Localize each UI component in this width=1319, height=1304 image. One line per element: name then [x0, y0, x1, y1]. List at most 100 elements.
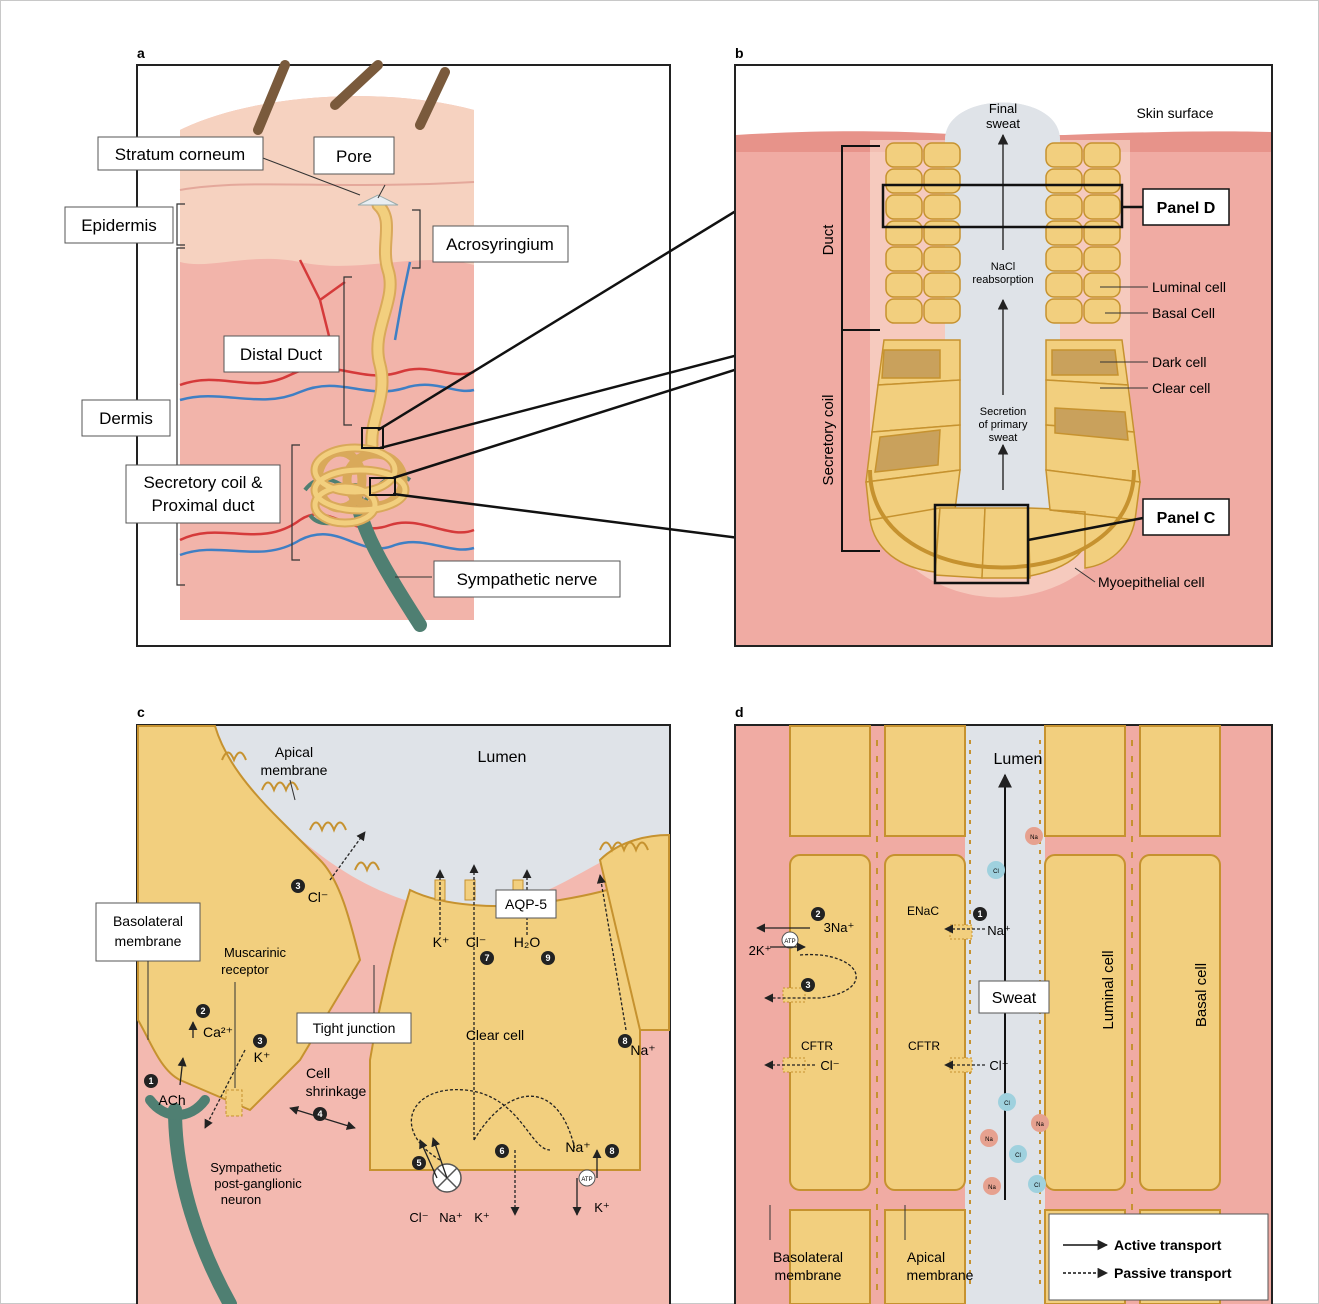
legend-passive: Passive transport [1114, 1265, 1232, 1281]
ion-cl-1: Cl [993, 869, 999, 875]
label-secretion-3: sweat [989, 432, 1018, 444]
label-dermis: Dermis [99, 409, 153, 428]
label-sympathetic-2: post-ganglionic [214, 1176, 302, 1191]
label-secretory-coil: Secretory coil & [143, 473, 263, 492]
step-2-c: 2 [200, 1006, 205, 1016]
label-muscarinic-1: Muscarinic [224, 945, 287, 960]
label-cl-d-left: Cl⁻ [820, 1058, 839, 1073]
step-4-c: 4 [317, 1109, 322, 1119]
label-na-d: Na⁺ [987, 923, 1010, 938]
label-nacl: NaCl [991, 261, 1015, 273]
label-luminal-cell: Luminal cell [1152, 279, 1226, 295]
label-cftr-right: CFTR [908, 1039, 940, 1053]
label-sympathetic-nerve: Sympathetic nerve [457, 570, 598, 589]
label-k-pump: K⁺ [594, 1200, 610, 1215]
label-secretion-2: of primary [979, 419, 1028, 431]
label-2k: 2K⁺ [749, 943, 772, 958]
muscarinic-receptor [226, 1090, 242, 1116]
label-distal-duct: Distal Duct [240, 345, 322, 364]
label-panel-d: Panel D [1157, 200, 1216, 217]
label-cl-apical: Cl⁻ [466, 934, 487, 950]
label-secretory-coil-b: Secretory coil [820, 395, 837, 486]
label-cell-shrinkage-2: shrinkage [306, 1083, 367, 1099]
label-basolateral-1: Basolateral [113, 913, 183, 929]
step-8-c: 8 [622, 1036, 627, 1046]
label-apical-d-2: membrane [907, 1267, 974, 1283]
label-apical-1: Apical [275, 744, 313, 760]
label-clear-cell: Clear cell [1152, 380, 1210, 396]
label-lumen-c: Lumen [478, 749, 527, 766]
label-na-pump: Na⁺ [565, 1139, 590, 1155]
label-sweat: Sweat [992, 990, 1037, 1007]
ion-cl-3: Cl [1015, 1153, 1021, 1159]
panel-b: Final sweat Skin surface Panel D Duct Na… [735, 65, 1272, 646]
panel-b-letter: b [735, 45, 744, 61]
label-cftr-left: CFTR [801, 1039, 833, 1053]
step-3a-c: 3 [257, 1036, 262, 1046]
label-basolateral-2: membrane [115, 933, 182, 949]
label-apical-d-1: Apical [907, 1249, 945, 1265]
label-sympathetic-3: neuron [221, 1192, 261, 1207]
step-7-c: 7 [484, 953, 489, 963]
label-3na: 3Na⁺ [824, 920, 855, 935]
label-duct: Duct [820, 224, 837, 256]
panel-d-letter: d [735, 704, 744, 720]
label-ca: Ca²⁺ [203, 1024, 233, 1040]
step-1-c: 1 [148, 1076, 153, 1086]
step-9-c: 9 [545, 953, 550, 963]
panel-c: ATP 1 [96, 725, 670, 1304]
label-acrosyringium: Acrosyringium [446, 235, 554, 254]
label-luminal-cell-d: Luminal cell [1100, 950, 1117, 1029]
epidermis-layer [180, 96, 474, 266]
step-3-d: 3 [805, 980, 810, 990]
step-5-c: 5 [416, 1158, 421, 1168]
label-na-right: Na⁺ [630, 1042, 655, 1058]
label-basal-cell: Basal Cell [1152, 305, 1215, 321]
label-proximal-duct: Proximal duct [152, 496, 255, 515]
label-sympathetic-1: Sympathetic [210, 1160, 282, 1175]
label-basal-cell-d: Basal cell [1193, 963, 1210, 1027]
label-k-bottom: K⁺ [474, 1210, 490, 1225]
label-na-bottom: Na⁺ [439, 1210, 462, 1225]
label-skin-surface: Skin surface [1136, 105, 1213, 121]
label-final-sweat-1: Final [989, 101, 1017, 116]
label-cl-bottom: Cl⁻ [409, 1210, 428, 1225]
ion-na-1: Na [1030, 835, 1038, 841]
ion-na-4: Na [988, 1185, 996, 1191]
label-apical-2: membrane [261, 762, 328, 778]
atp-label-d: ATP [784, 939, 795, 945]
label-basolateral-d-1: Basolateral [773, 1249, 843, 1265]
label-panel-c: Panel C [1157, 510, 1216, 527]
step-6b-c: 8 [609, 1146, 614, 1156]
label-lumen-d: Lumen [994, 751, 1043, 768]
panel-d: Na Cl Cl Na Na Cl Na Cl ATP [735, 725, 1272, 1304]
step-6a-c: 6 [499, 1146, 504, 1156]
label-stratum-corneum: Stratum corneum [115, 145, 245, 164]
ion-na-2: Na [1036, 1122, 1044, 1128]
step-1-d: 1 [977, 909, 982, 919]
atp-label-c: ATP [581, 1177, 592, 1183]
label-ach: ACh [158, 1092, 185, 1108]
label-basolateral-d-2: membrane [775, 1267, 842, 1283]
label-tight-junction: Tight junction [313, 1020, 396, 1036]
label-aqp5: AQP-5 [505, 896, 547, 912]
ion-cl-2: Cl [1004, 1101, 1010, 1107]
label-muscarinic-2: receptor [221, 962, 269, 977]
label-cell-shrinkage-1: Cell [306, 1065, 330, 1081]
panel-a-letter: a [137, 45, 145, 61]
ion-cl-4: Cl [1034, 1183, 1040, 1189]
panel-a: Stratum corneum Pore Epidermis Acrosyrin… [65, 65, 670, 646]
label-k-apical: K⁺ [433, 934, 450, 950]
label-enac: ENaC [907, 904, 939, 918]
panel-c-letter: c [137, 704, 145, 720]
label-reabsorption: reabsorption [972, 274, 1033, 286]
step-2-d: 2 [815, 909, 820, 919]
legend-active: Active transport [1114, 1237, 1222, 1253]
label-myoepithelial: Myoepithelial cell [1098, 574, 1205, 590]
label-clear-cell-c: Clear cell [466, 1027, 524, 1043]
label-h2o: H₂O [514, 934, 541, 950]
label-cl-top: Cl⁻ [308, 889, 329, 905]
label-secretion-1: Secretion [980, 406, 1026, 418]
label-cl-d-right: Cl⁻ [989, 1058, 1008, 1073]
